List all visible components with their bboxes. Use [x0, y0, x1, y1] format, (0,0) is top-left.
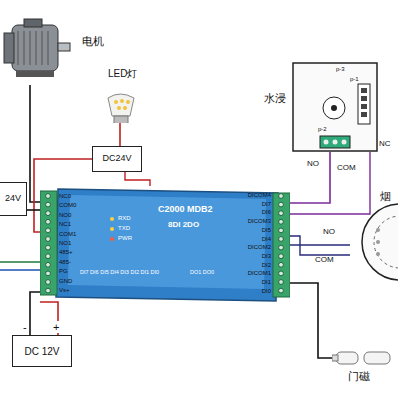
wire	[119, 123, 121, 146]
node-text: 门磁	[348, 370, 370, 382]
terminal-label: DICOM2	[248, 244, 271, 251]
power-supply-box: 24V	[0, 182, 27, 216]
node-text: 水浸	[264, 92, 286, 104]
motor: 电机	[2, 15, 114, 85]
power-supply-box: DC24V	[92, 146, 142, 172]
terminal-label: DI7	[262, 201, 271, 208]
terminal-label: DI2	[262, 262, 271, 269]
wire	[290, 244, 350, 246]
pin-label: p-2	[318, 126, 327, 133]
terminal-label: DI3	[262, 253, 271, 260]
terminal-label: DI6	[262, 209, 271, 216]
terminal-label: NC1	[59, 221, 71, 228]
pin-label: p-1	[350, 76, 359, 83]
terminal-label: NC0	[59, 193, 71, 200]
wire	[30, 292, 40, 335]
smoke-figure	[350, 190, 398, 290]
power-wire	[125, 172, 150, 186]
terminal-label: NO1	[59, 240, 71, 247]
terminal-label: TXD	[118, 225, 130, 232]
terminal-label: PG	[59, 268, 68, 275]
sensor-wire	[290, 152, 370, 214]
pin-label: COM	[314, 256, 335, 265]
node-text: 烟	[380, 190, 391, 202]
pin-label: NO	[322, 228, 336, 237]
terminal-label: COM1	[59, 231, 76, 238]
io-module: C2000 MDB2 8DI 2DO NC0COM0NO0NC1COM1NO1 485…	[40, 185, 290, 305]
rs485-wire	[0, 261, 40, 263]
terminal-label: DO1 DO0	[190, 269, 214, 275]
wire	[290, 152, 330, 203]
rs485-wire	[0, 269, 40, 271]
terminal-label: GND	[59, 278, 72, 285]
terminal-label: DICOM1	[248, 270, 271, 277]
water-sensor: 水浸p-3p-1p-2	[292, 62, 378, 152]
wire	[290, 283, 332, 358]
power-supply-box: DC 12V	[12, 335, 72, 367]
terminal-label: COM0	[59, 202, 76, 209]
wire	[27, 209, 40, 211]
pin-label: -	[22, 321, 28, 333]
pin-label: COM	[336, 164, 357, 173]
node-text: 电机	[82, 35, 104, 47]
node-text: C2000 MDB2	[158, 205, 213, 215]
terminal-label: Vs+	[59, 287, 70, 294]
door-sensor: 门磁	[332, 338, 396, 394]
node-text: DC 12V	[24, 346, 59, 357]
door-figure	[332, 338, 396, 394]
pin-label: p-3	[336, 66, 345, 73]
sensor-wire	[290, 236, 350, 255]
pin-label: +	[52, 321, 60, 333]
node-text: 8DI 2DO	[168, 221, 199, 230]
led-lamp: LED灯	[100, 68, 160, 123]
smoke-sensor: 烟	[350, 190, 398, 290]
terminal-label: DI7 DI6 DI5 DI4 DI3 DI2 DI1 DI0	[80, 269, 159, 275]
terminal-label: 485-	[59, 259, 71, 266]
wire	[30, 85, 40, 202]
node-text: 24V	[5, 194, 21, 204]
pin-label: NC	[378, 140, 392, 149]
led-figure	[100, 80, 160, 123]
terminal-label: DI1	[262, 279, 271, 286]
terminal-label: DI4	[262, 236, 271, 243]
terminal-label: PWR	[118, 235, 132, 242]
terminal-label: DICOM3	[248, 218, 271, 225]
node-text: LED灯	[108, 68, 137, 79]
terminal-label: DI5	[262, 227, 271, 234]
motor-figure	[2, 15, 72, 85]
node-text: DC24V	[102, 154, 131, 164]
terminal-label: DICOM4	[248, 192, 271, 199]
terminal-label: NO0	[59, 212, 71, 219]
terminal-label: RXD	[118, 215, 131, 222]
water-figure	[292, 62, 378, 152]
terminal-label: 485+	[59, 249, 73, 256]
terminal-label: DI0	[262, 288, 271, 295]
pin-label: NO	[306, 160, 320, 169]
